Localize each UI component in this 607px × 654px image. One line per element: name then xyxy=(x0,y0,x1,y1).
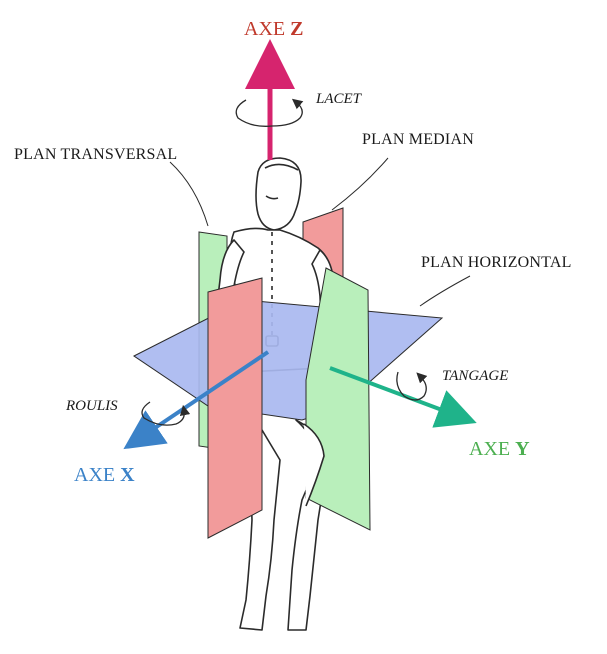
tangage-label: TANGAGE xyxy=(442,368,508,385)
lacet-label: LACET xyxy=(316,91,361,108)
leader-transversal xyxy=(170,162,208,226)
roulis-label: ROULIS xyxy=(66,398,118,415)
horizontal-plane xyxy=(134,300,442,420)
plan-transversal-label: PLAN TRANSVERSAL xyxy=(14,146,177,164)
axis-y-label: AXE Y xyxy=(469,438,530,461)
axis-z-label: AXE Z xyxy=(244,18,303,41)
leader-horizontal xyxy=(420,276,470,306)
leader-median xyxy=(332,158,388,210)
plan-median-label: PLAN MEDIAN xyxy=(362,131,474,149)
plan-horizontal-label: PLAN HORIZONTAL xyxy=(421,254,572,272)
axis-x-label: AXE X xyxy=(74,464,135,487)
transversal-plane-front-red xyxy=(208,278,262,538)
